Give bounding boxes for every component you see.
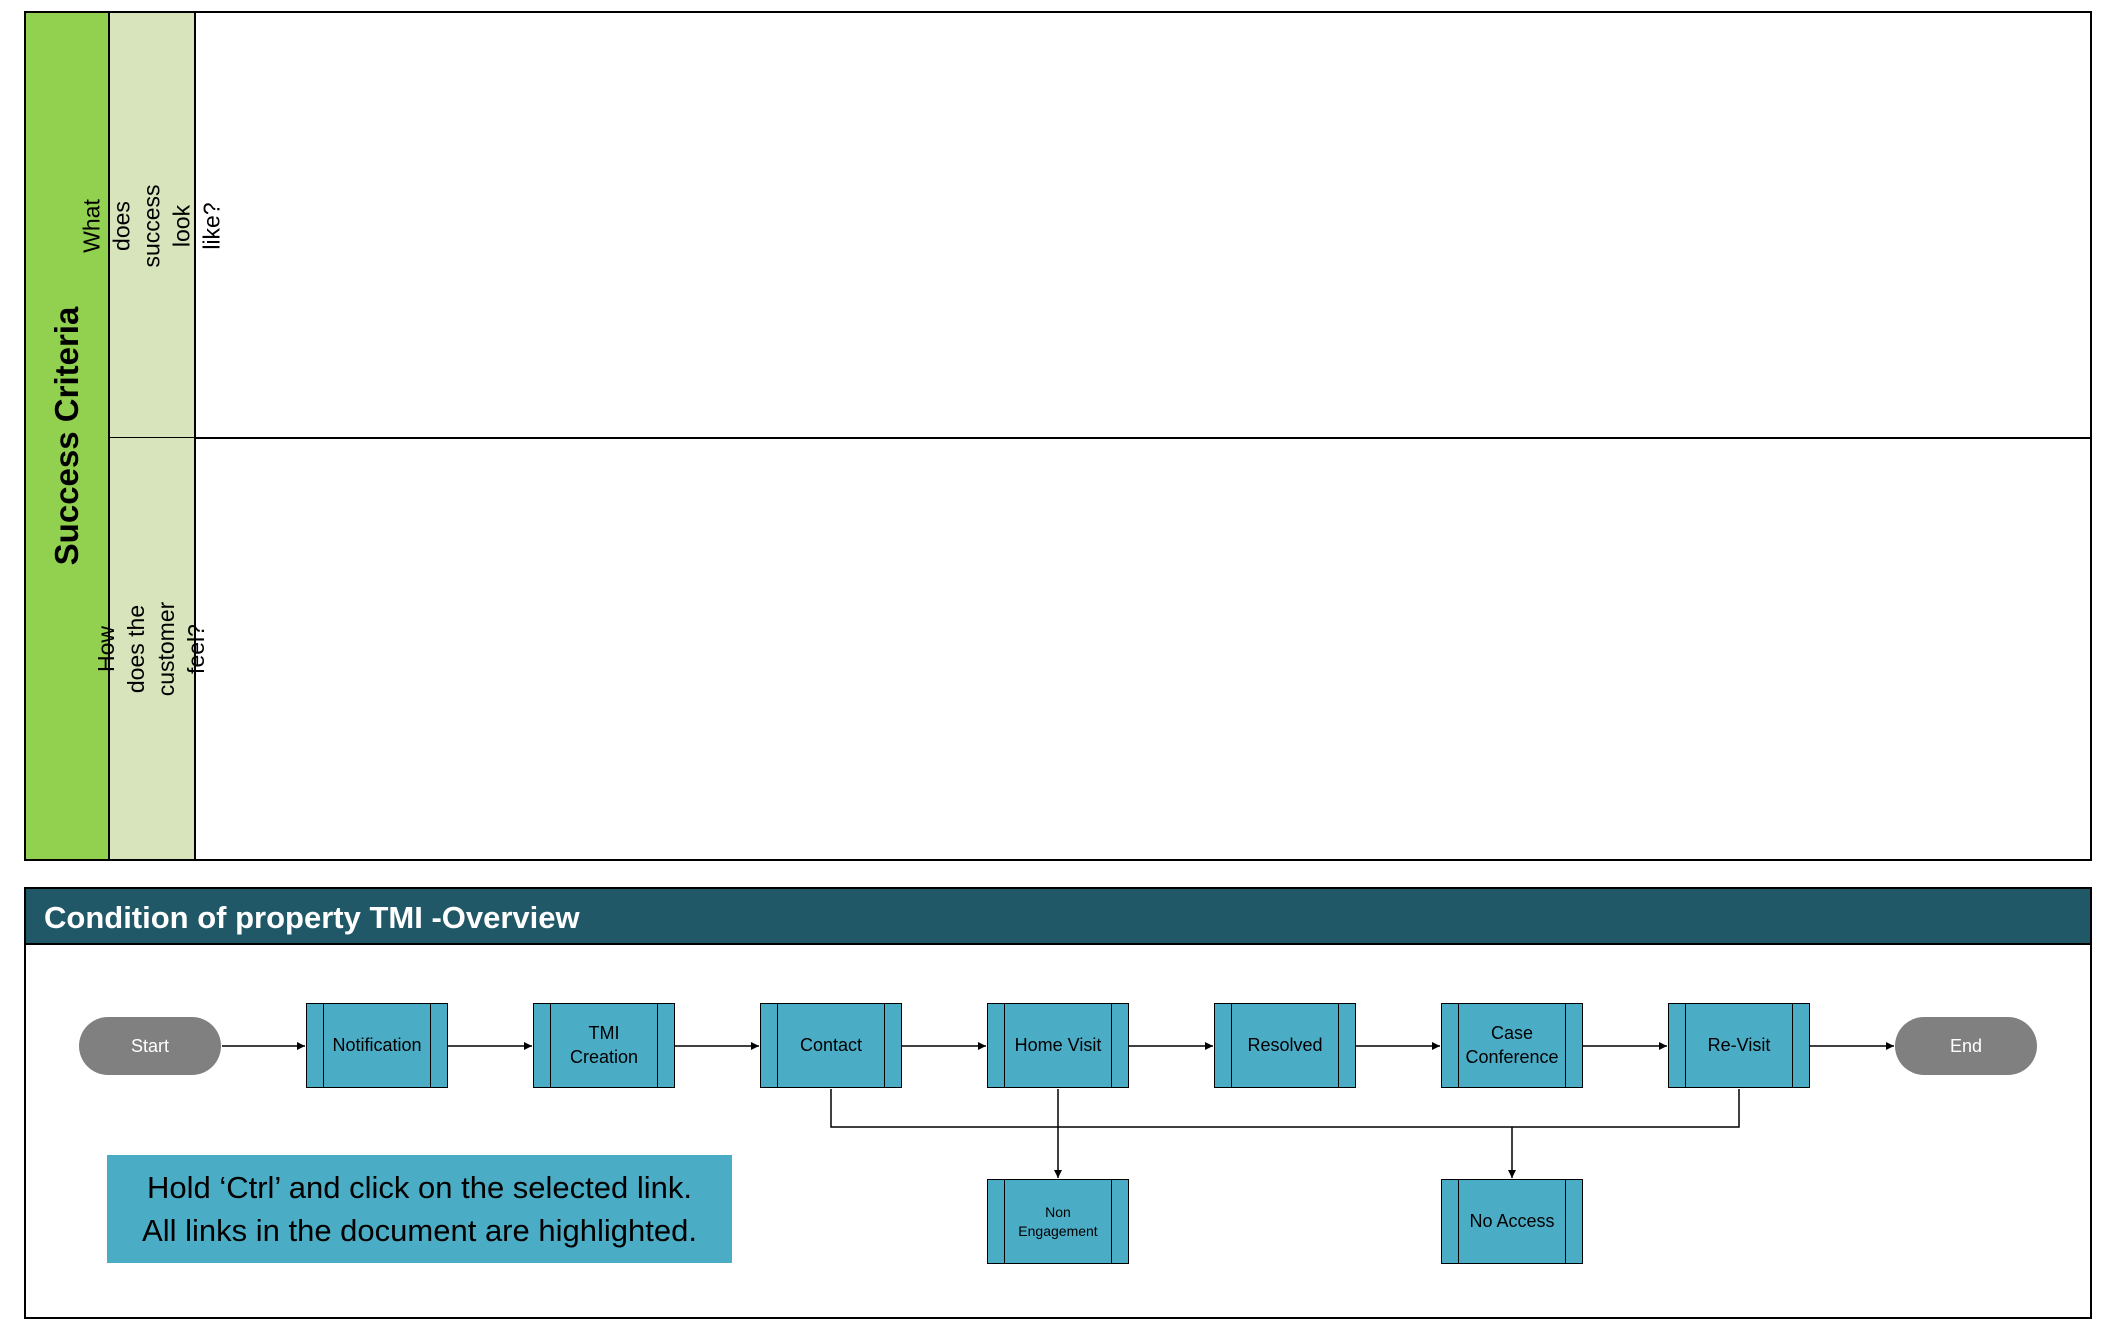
- step-no-access[interactable]: No Access: [1441, 1179, 1583, 1264]
- instruction-note: Hold ‘Ctrl’ and click on the selected li…: [107, 1155, 732, 1263]
- step-tmi-creation-label: TMI Creation: [569, 1023, 639, 1067]
- overview-title: Condition of property TMI -Overview: [44, 900, 580, 935]
- step-home-visit[interactable]: Home Visit: [987, 1003, 1129, 1088]
- step-resolved-label: Resolved: [1247, 1034, 1323, 1055]
- question-cell-customer-feel: How does the customer feel?: [93, 438, 209, 859]
- step-notification[interactable]: Notification: [306, 1003, 448, 1088]
- success-criteria-table: Success Criteria What does success look …: [24, 11, 2092, 861]
- step-tmi-creation[interactable]: TMI Creation: [533, 1003, 675, 1088]
- question-cell-success: What does success look like?: [78, 13, 224, 438]
- row-divider: [110, 437, 2090, 439]
- step-case-conference-label: Case Conference: [1465, 1023, 1559, 1067]
- step-non-engagement-label: Non Engagement: [1018, 1204, 1098, 1239]
- step-notification-label: Notification: [332, 1034, 422, 1055]
- step-non-engagement[interactable]: Non Engagement: [987, 1179, 1129, 1264]
- start-terminal[interactable]: Start: [79, 1017, 221, 1075]
- success-criteria-title-column: Success Criteria: [26, 13, 110, 859]
- step-no-access-label: No Access: [1469, 1210, 1555, 1231]
- overview-header: Condition of property TMI -Overview: [26, 889, 2090, 945]
- step-re-visit-label: Re-Visit: [1707, 1034, 1771, 1055]
- step-resolved[interactable]: Resolved: [1214, 1003, 1356, 1088]
- step-re-visit[interactable]: Re-Visit: [1668, 1003, 1810, 1088]
- connector-branch-bus: [830, 1089, 1740, 1128]
- end-terminal[interactable]: End: [1895, 1017, 2037, 1075]
- step-contact-label: Contact: [799, 1034, 863, 1055]
- step-case-conference[interactable]: Case Conference: [1441, 1003, 1583, 1088]
- step-contact[interactable]: Contact: [760, 1003, 902, 1088]
- overview-panel: Condition of property TMI -Overview: [24, 887, 2092, 1319]
- step-home-visit-label: Home Visit: [1014, 1034, 1102, 1055]
